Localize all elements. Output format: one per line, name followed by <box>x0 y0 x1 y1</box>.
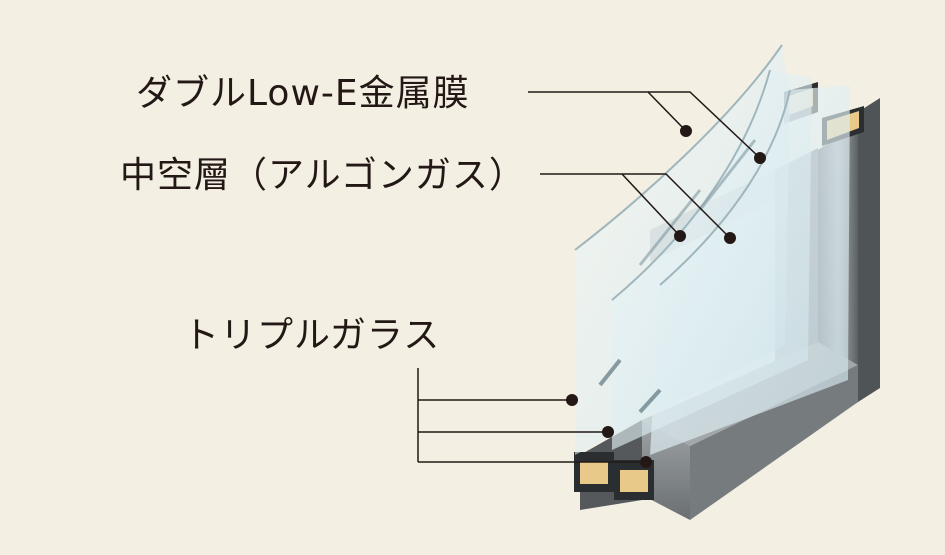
glass-edge-front <box>574 44 783 251</box>
frame-right-outer <box>858 98 880 402</box>
dot-triple-2 <box>602 426 614 438</box>
spacer-bottom-left <box>580 462 608 484</box>
label-hollow-layer: 中空層（アルゴンガス） <box>120 155 526 196</box>
leader-hollow-2 <box>622 173 731 239</box>
label-triple-glass: トリプルガラス <box>183 315 441 356</box>
dot-triple-3 <box>640 456 652 468</box>
label-low-e-coating: ダブルLow-E金属膜 <box>136 73 470 114</box>
dot-triple-1 <box>566 394 578 406</box>
dot-low-e-2 <box>754 152 766 164</box>
dot-hollow-2 <box>724 232 736 244</box>
glass-reflection-3 <box>598 358 622 387</box>
glass-reflection-2 <box>698 139 757 211</box>
leader-low-e-1 <box>528 91 687 132</box>
leader-low-e-2 <box>648 91 761 159</box>
glass-reflection-4 <box>638 388 662 414</box>
dot-low-e-1 <box>680 125 692 137</box>
frame-bottom-side <box>690 365 858 520</box>
glass-edge-back <box>659 89 791 286</box>
glass-reflection-1 <box>638 189 702 266</box>
dot-hollow-1 <box>674 230 686 242</box>
glass-pane-front <box>575 45 790 455</box>
spacer-bottom-right <box>620 470 648 492</box>
glass-edge-middle <box>611 69 771 301</box>
